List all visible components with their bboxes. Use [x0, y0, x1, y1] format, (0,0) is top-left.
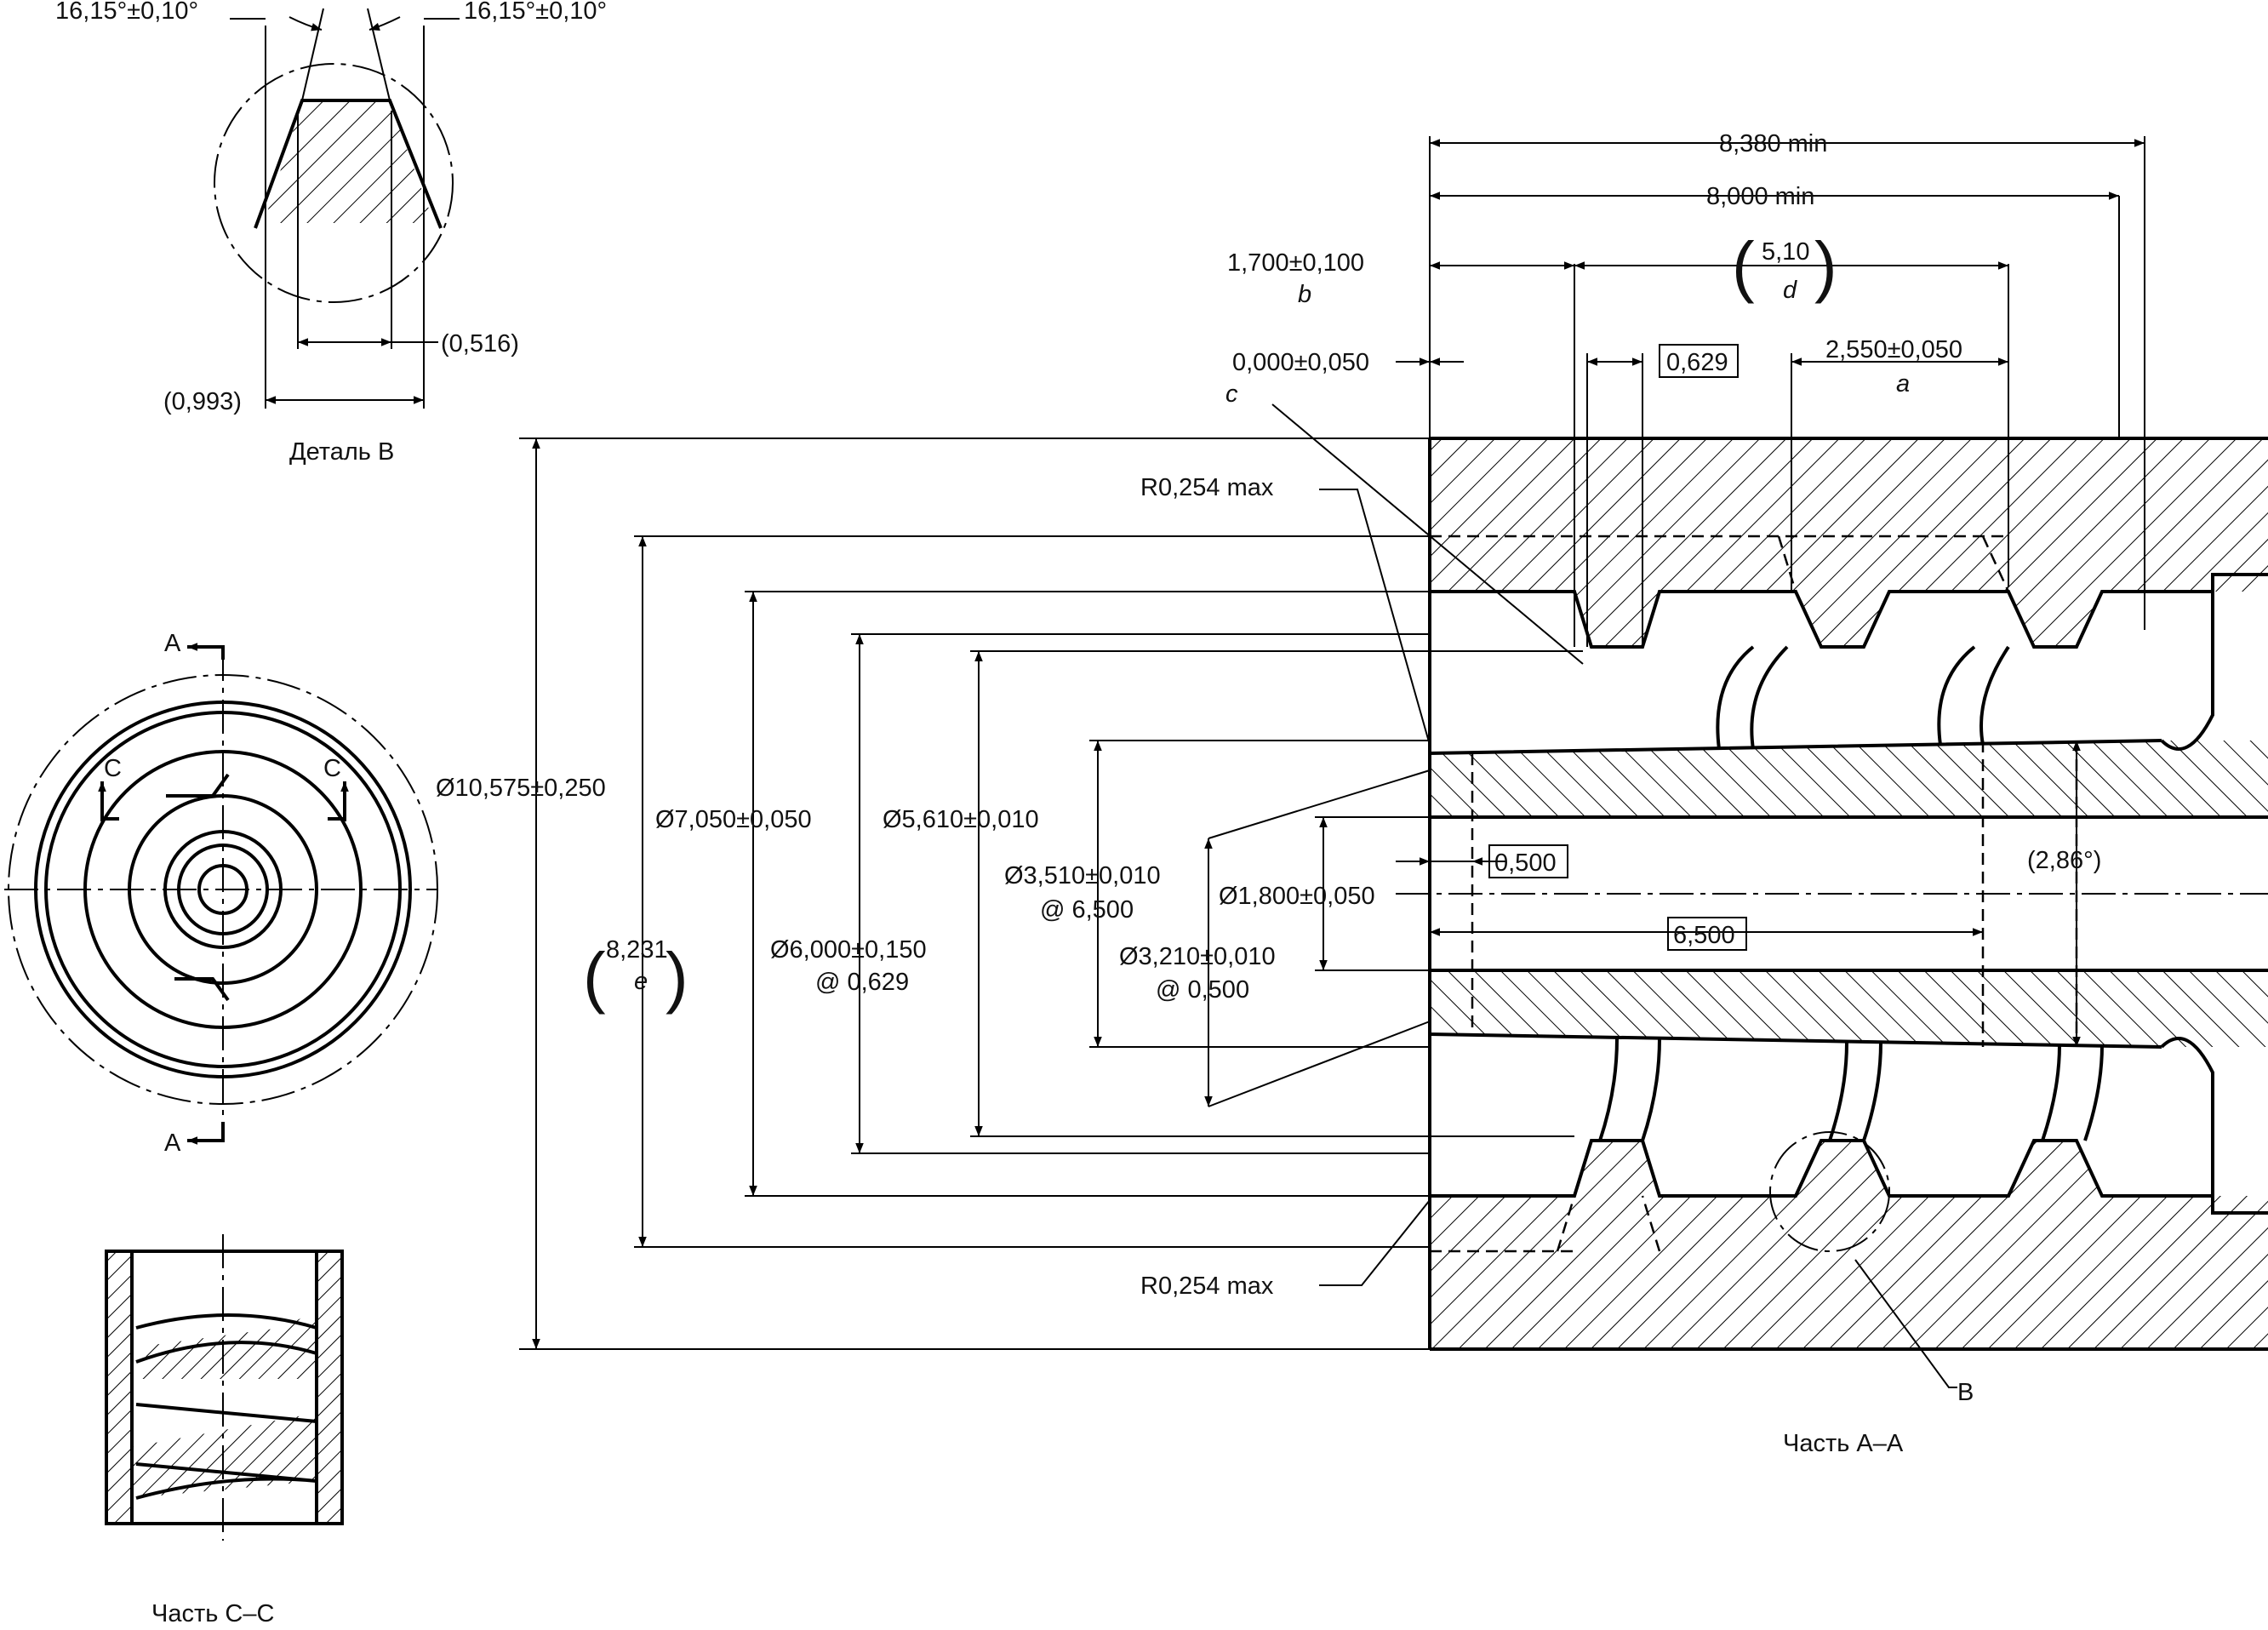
paren-left-8231: ( [583, 939, 606, 1015]
radius-top-label: R0,254 max [1140, 474, 1274, 501]
section-aa-caption: Часть A–A [1783, 1430, 1904, 1457]
dia-3510-label: Ø3,510±0,010 [1004, 862, 1161, 889]
part-cc-view [105, 1234, 344, 1541]
detail-b-caption: Деталь B [289, 438, 394, 466]
dia-3510-at-label: @ 6,500 [1040, 896, 1134, 924]
dim-8380-label: 8,380 min [1719, 130, 1827, 157]
dia-3210-label: Ø3,210±0,010 [1119, 943, 1276, 970]
dim-510-label: 5,10 [1762, 238, 1809, 266]
end-view [4, 643, 438, 1145]
dia-6000-label: Ø6,000±0,150 [770, 936, 927, 964]
dim-0000-label: 0,000±0,050 [1232, 349, 1369, 376]
part-cc-caption: Часть C–C [151, 1600, 274, 1627]
angle-286-label: (2,86°) [2027, 847, 2101, 874]
detail-ref-label: B [1957, 1379, 1974, 1406]
angle-right-label: 16,15°±0,10° [464, 0, 607, 25]
dim-1700-label: 1,700±0,100 [1227, 249, 1364, 277]
dia-7050-label: Ø7,050±0,050 [655, 806, 812, 833]
dim-6500-label: 6,500 [1673, 922, 1735, 949]
paren-right-8231: ) [666, 939, 688, 1015]
angle-left-label: 16,15°±0,10° [55, 0, 198, 25]
section-aa-view [519, 136, 2268, 1388]
dim-1700-ref: b [1298, 281, 1311, 308]
cut-a-top-label: A [164, 630, 181, 657]
dim-8000-label: 8,000 min [1706, 183, 1814, 210]
dim-0629-label: 0,629 [1666, 349, 1728, 376]
width-inner-label: (0,516) [441, 330, 519, 357]
paren-right-510: ) [1814, 228, 1837, 304]
dim-2550-ref: a [1896, 370, 1910, 397]
dia-5610-label: Ø5,610±0,010 [883, 806, 1039, 833]
dim-0000-ref: c [1225, 380, 1238, 408]
dim-0500-label: 0,500 [1494, 849, 1557, 877]
dia-3210-at-label: @ 0,500 [1156, 976, 1249, 1004]
width-outer-label: (0,993) [163, 388, 242, 415]
box-6500 [1667, 917, 1747, 951]
cut-a-bottom-label: A [164, 1130, 181, 1157]
dia-6000-at-label: @ 0,629 [815, 969, 909, 996]
box-0629 [1659, 344, 1739, 378]
detail-b [214, 8, 460, 409]
dim-8231-ref: e [634, 968, 648, 995]
radius-bottom-label: R0,254 max [1140, 1273, 1274, 1300]
dim-2550-label: 2,550±0,050 [1825, 336, 1962, 363]
cut-c-left-label: C [104, 755, 122, 782]
dia-1800-label: Ø1,800±0,050 [1219, 883, 1375, 910]
dim-8231-label: 8,231 [606, 936, 668, 964]
box-0500 [1488, 844, 1568, 878]
cut-c-right-label: C [323, 755, 341, 782]
dia-10575-label: Ø10,575±0,250 [436, 775, 606, 802]
paren-left-510: ( [1732, 228, 1755, 304]
dim-510-ref: d [1783, 277, 1797, 304]
